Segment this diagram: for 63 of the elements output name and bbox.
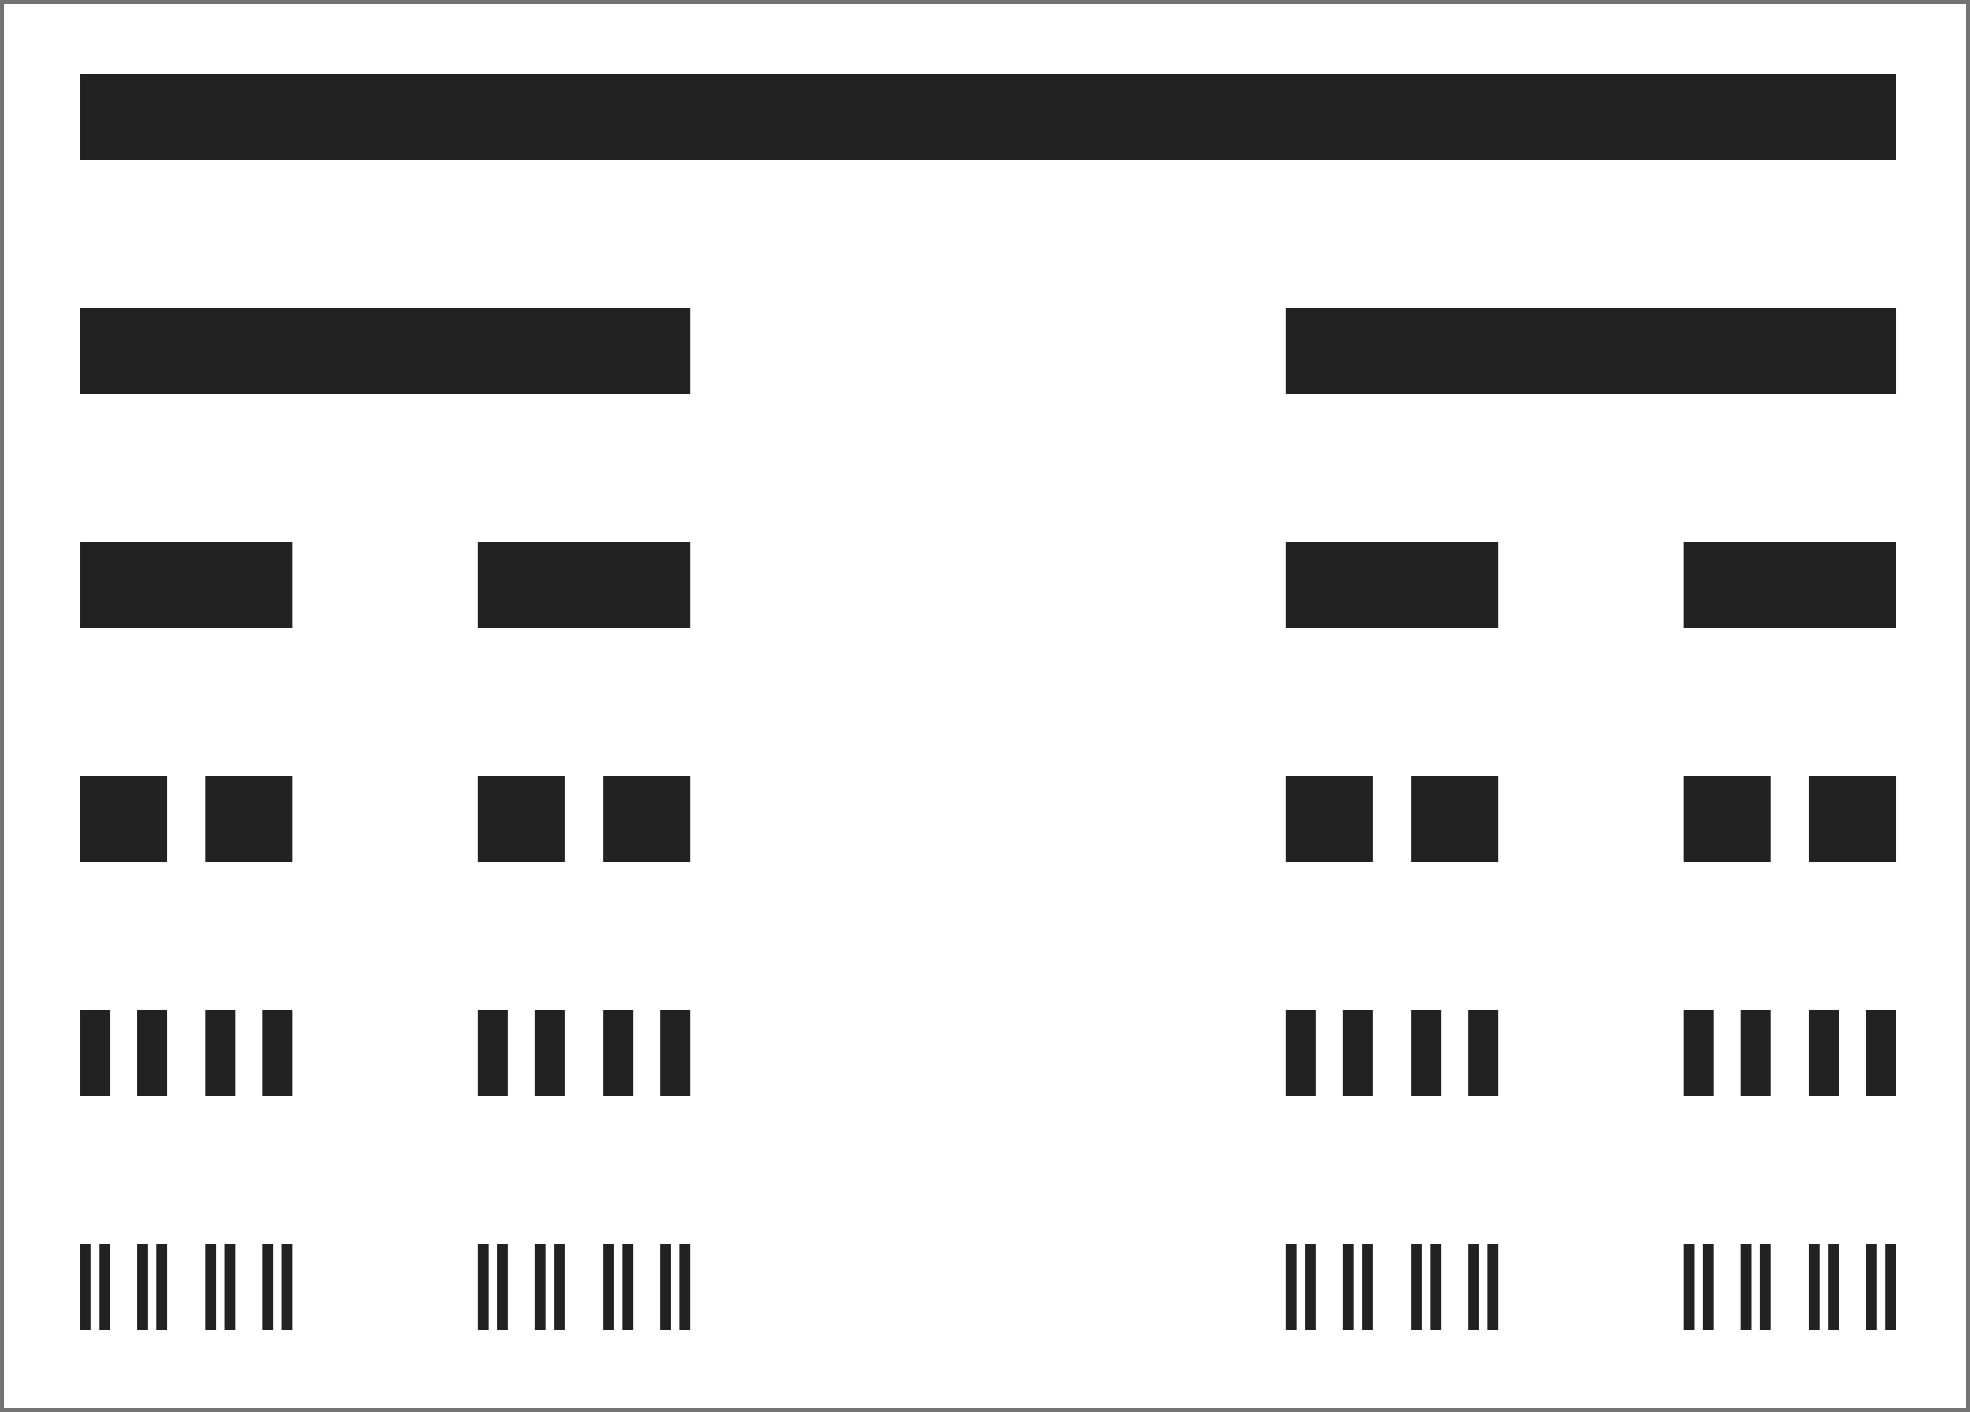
bar	[1683, 542, 1896, 628]
bar	[205, 1244, 217, 1330]
bar	[1285, 308, 1896, 394]
bar	[1468, 1244, 1479, 1330]
bar	[1411, 1010, 1442, 1096]
bar	[1885, 1244, 1896, 1330]
bar	[554, 1244, 565, 1330]
bar	[1683, 1010, 1714, 1096]
bar	[1342, 1010, 1373, 1096]
bar	[137, 1244, 148, 1330]
bar	[156, 1244, 168, 1330]
bar	[80, 776, 168, 862]
bar	[1285, 1010, 1316, 1096]
bar	[1305, 1244, 1316, 1330]
bar	[80, 308, 691, 394]
bar	[534, 1244, 546, 1330]
bar	[1285, 542, 1499, 628]
bar	[262, 1244, 274, 1330]
bar	[80, 1010, 111, 1096]
bar	[660, 1010, 691, 1096]
bar	[660, 1244, 671, 1330]
bar	[603, 776, 691, 862]
bar	[1468, 1010, 1499, 1096]
bar	[1866, 1244, 1877, 1330]
bar	[1487, 1244, 1499, 1330]
bar	[1808, 776, 1896, 862]
bar	[205, 1010, 236, 1096]
bar	[622, 1244, 634, 1330]
bar	[99, 1244, 111, 1330]
bar	[205, 776, 293, 862]
bar	[477, 1244, 489, 1330]
bar	[281, 1244, 293, 1330]
bar	[1285, 1244, 1297, 1330]
bar	[603, 1010, 634, 1096]
bar	[477, 776, 565, 862]
bar	[1683, 776, 1771, 862]
bar	[1683, 1244, 1695, 1330]
bar	[1342, 1244, 1354, 1330]
bar	[1362, 1244, 1373, 1330]
bar	[1759, 1244, 1771, 1330]
bar	[477, 1010, 508, 1096]
bar	[477, 542, 691, 628]
bar	[679, 1244, 691, 1330]
bar	[224, 1244, 236, 1330]
bar	[1740, 1010, 1771, 1096]
bar	[1285, 776, 1373, 862]
bar	[1430, 1244, 1442, 1330]
bar	[497, 1244, 508, 1330]
bar	[1828, 1244, 1839, 1330]
bar	[534, 1010, 565, 1096]
bar	[262, 1010, 293, 1096]
bar	[80, 1244, 91, 1330]
bar	[1866, 1010, 1896, 1096]
bar	[603, 1244, 614, 1330]
bar	[1411, 1244, 1422, 1330]
bar	[137, 1010, 168, 1096]
bar	[80, 74, 1896, 160]
bar	[80, 542, 293, 628]
bar	[1411, 776, 1499, 862]
bar	[1740, 1244, 1752, 1330]
bar	[1808, 1010, 1839, 1096]
bar	[1702, 1244, 1714, 1330]
bar	[1808, 1244, 1820, 1330]
